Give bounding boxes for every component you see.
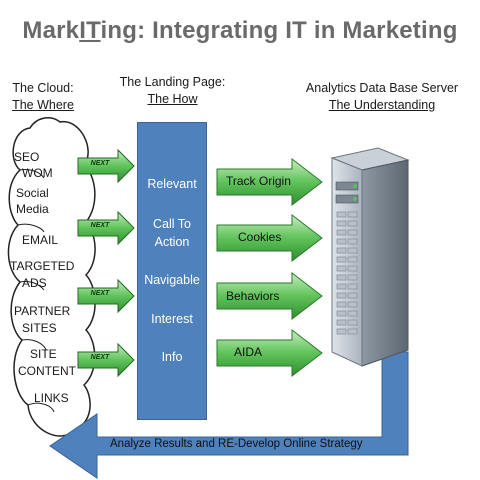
server-header-line1: Analytics Data Base Server xyxy=(305,81,459,95)
cloud-item-links: LINKS xyxy=(34,391,69,405)
cloud-item-partner: PARTNER xyxy=(14,304,71,318)
green-arrow-label-track-origin: Track Origin xyxy=(226,174,291,188)
green-arrow-3-shape xyxy=(216,271,323,321)
landing-item-call-to: Call To xyxy=(153,217,191,231)
return-arrow-label: Analyze Results and RE-Develop Online St… xyxy=(110,438,363,450)
cloud-item-media: Media xyxy=(16,202,49,216)
next-arrow-2 xyxy=(77,210,135,246)
landing-item-action: Action xyxy=(154,235,190,249)
landing-header-line1: The Landing Page: xyxy=(119,75,226,89)
cloud-header: The Cloud: The Where xyxy=(8,80,78,114)
cloud-header-line1: The Cloud: xyxy=(12,81,74,95)
cloud-item-seo: SEO xyxy=(14,150,40,164)
next-label-1: NEXT xyxy=(90,160,110,167)
server-header: Analytics Data Base Server The Understan… xyxy=(292,80,472,114)
landing-page-box xyxy=(137,122,207,420)
server-header-line2: The Understanding xyxy=(328,98,436,112)
green-arrow-label-behaviors: Behaviors xyxy=(226,289,280,303)
green-arrow-label-cookies: Cookies xyxy=(238,230,282,244)
return-arrow xyxy=(49,351,409,479)
title-part-3: ing: Integrating IT in Marketing xyxy=(100,17,458,44)
next-label-2: NEXT xyxy=(90,222,110,229)
next-arrow-4 xyxy=(77,342,135,378)
cloud-header-line2: The Where xyxy=(12,98,74,112)
landing-item-info: Info xyxy=(161,350,183,364)
cloud-item-content: CONTENT xyxy=(18,364,76,378)
landing-item-navigable: Navigable xyxy=(144,273,200,287)
next-arrow-1 xyxy=(77,148,135,184)
green-arrow-1-shape xyxy=(216,157,323,207)
cloud-item-sites: SITES xyxy=(22,321,57,335)
cloud-item-targeted: TARGETED xyxy=(10,259,75,273)
next-arrow-3 xyxy=(77,278,135,314)
cloud-item-site: SITE xyxy=(30,347,57,361)
title-part-2: IT xyxy=(79,17,101,44)
next-label-4: NEXT xyxy=(90,354,110,361)
cloud-item-social: Social xyxy=(16,186,49,200)
title-part-1: Mark xyxy=(22,17,80,44)
landing-item-relevant: Relevant xyxy=(147,177,197,191)
cloud-item-ads: ADS xyxy=(22,276,47,290)
landing-item-interest: Interest xyxy=(151,312,193,326)
cloud-item-email: EMAIL xyxy=(22,233,59,247)
server-icon xyxy=(330,147,410,367)
landing-header-line2: The How xyxy=(147,92,198,106)
cloud-item-wom: WOM xyxy=(22,166,53,180)
green-arrow-4-shape xyxy=(216,328,323,378)
landing-header: The Landing Page: The How xyxy=(115,74,230,108)
green-arrow-label-aida: AIDA xyxy=(234,345,263,359)
page-title: MarkITing: Integrating IT in Marketing xyxy=(0,17,480,45)
green-arrow-2-shape xyxy=(216,213,323,263)
next-label-3: NEXT xyxy=(90,290,110,297)
